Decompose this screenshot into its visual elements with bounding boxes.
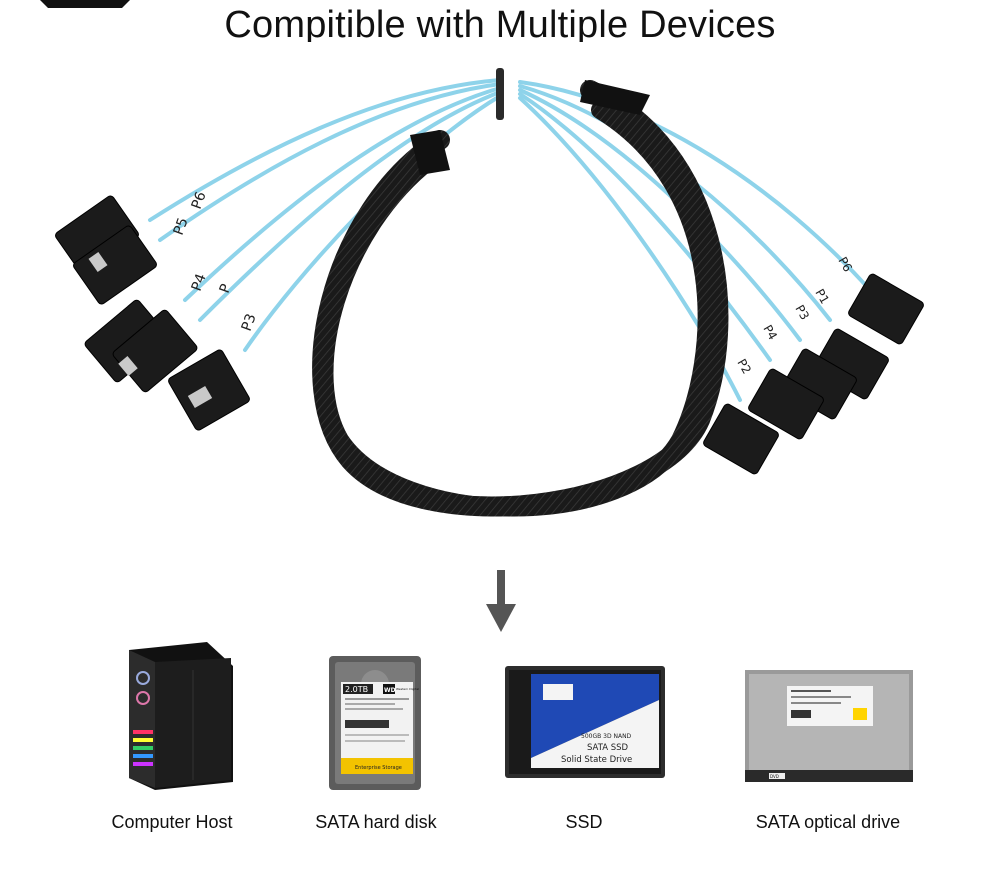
left-label-3: P4 xyxy=(189,272,210,294)
device-label: SATA optical drive xyxy=(755,812,901,832)
left-label-5: P3 xyxy=(239,312,260,334)
optical-drive-image: DVD xyxy=(745,670,913,782)
corner-tab-decoration xyxy=(40,0,130,8)
down-arrow-icon xyxy=(486,570,516,632)
device-sata-optical-drive: DVD SATA optical drive xyxy=(723,640,933,840)
page-title: Compitible with Multiple Devices xyxy=(224,4,776,42)
ssd-name: SATA SSD xyxy=(587,743,629,753)
right-label-1: P6 xyxy=(835,255,855,275)
right-sata-connectors xyxy=(703,273,924,475)
right-label-5: P2 xyxy=(734,357,754,377)
odd-badge: DVD xyxy=(770,774,779,779)
hdd-brand-line: Western Digital xyxy=(396,687,419,691)
sleeve-heat-shrink xyxy=(410,130,450,175)
hdd-badge: Enterprise Storage xyxy=(355,765,402,771)
hard-disk-image: 2.0TB WD Western Digital Enterprise Stor… xyxy=(329,656,421,790)
left-sata-connectors xyxy=(55,195,250,431)
left-label-2: P6 xyxy=(189,190,210,212)
right-label-4: P4 xyxy=(760,323,780,343)
ssd-spec: 500GB 3D NAND xyxy=(581,733,632,740)
device-label: SSD xyxy=(565,812,603,832)
hdd-capacity: 2.0TB xyxy=(345,685,368,694)
hdd-brand: WD xyxy=(384,687,396,694)
ssd-type: Solid State Drive xyxy=(561,755,632,765)
ssd-image: 500GB 3D NAND SATA SSD Solid State Drive xyxy=(505,666,665,778)
computer-tower-image xyxy=(129,642,233,790)
left-label-1: P5 xyxy=(171,216,192,238)
right-label-2: P1 xyxy=(812,287,832,307)
cable-tie xyxy=(496,68,504,120)
device-label: Computer Host xyxy=(111,812,233,832)
device-label: SATA hard disk xyxy=(315,812,437,832)
device-ssd: 500GB 3D NAND SATA SSD Solid State Drive… xyxy=(479,640,689,840)
right-label-3: P3 xyxy=(792,303,812,323)
device-computer-host: Computer Host xyxy=(67,640,277,840)
left-label-4: P xyxy=(217,282,235,295)
sata-cable-photo: P5 P6 P4 P P3 P6 P1 P3 P4 P2 xyxy=(55,68,924,517)
braided-sleeve xyxy=(312,80,729,517)
device-sata-hard-disk: 2.0TB WD Western Digital Enterprise Stor… xyxy=(271,640,481,840)
left-connector-latches xyxy=(88,252,213,409)
